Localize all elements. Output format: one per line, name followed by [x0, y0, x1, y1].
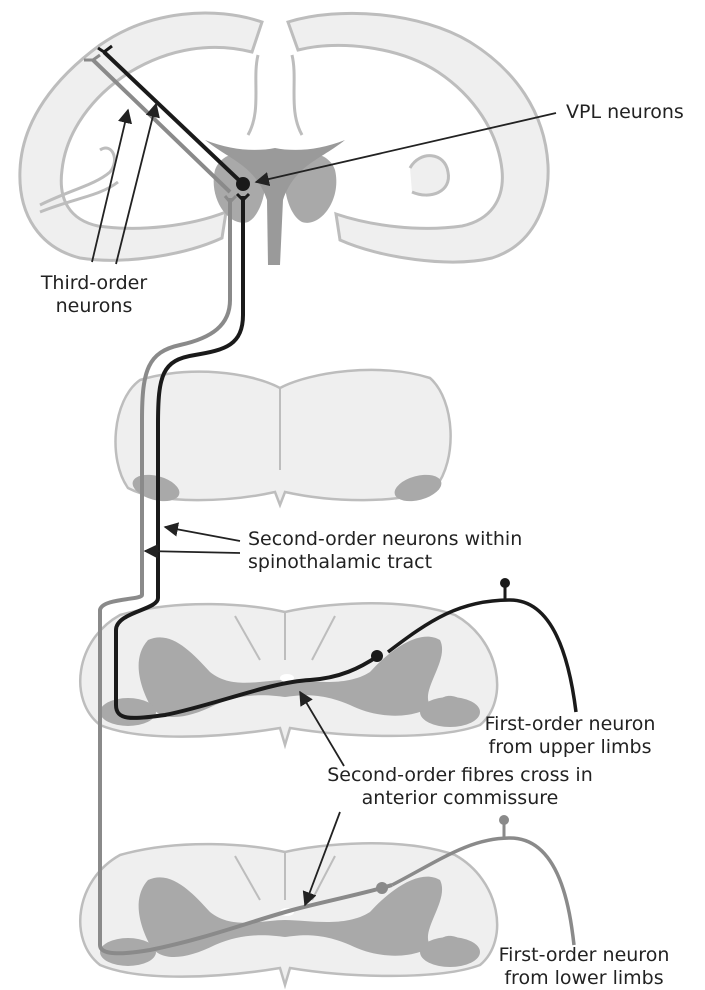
second-order-label-line-2: spinothalamic tract	[248, 551, 522, 574]
right-sulcus	[410, 156, 448, 195]
third-order-neurons-label: Third-order neurons	[24, 272, 164, 318]
second-order-neurons-label: Second-order neurons within spinothalami…	[248, 528, 522, 574]
first-lower-label-line-1: First-order neuron	[484, 944, 684, 967]
first-upper-label-line-1: First-order neuron	[470, 713, 670, 736]
third-order-label-line-1: Third-order	[24, 272, 164, 295]
first-order-lower-label: First-order neuron from lower limbs	[484, 944, 684, 990]
first-order-upper-label: First-order neuron from upper limbs	[470, 713, 670, 759]
vpl-neurons-label: VPL neurons	[566, 101, 684, 124]
upper-dorsal-horn-synapse	[371, 650, 383, 662]
anterior-commissure-label: Second-order fibres cross in anterior co…	[300, 764, 620, 810]
cross-label-line-2: anterior commissure	[300, 787, 620, 810]
cross-label-line-1: Second-order fibres cross in	[300, 764, 620, 787]
second-order-label-line-1: Second-order neurons within	[248, 528, 522, 551]
vpl-neuron-body	[236, 177, 250, 191]
right-hemisphere	[288, 13, 548, 262]
spinal-section-lumbar	[80, 843, 497, 985]
upper-third-order-neuron	[104, 52, 243, 184]
first-lower-label-line-2: from lower limbs	[484, 967, 684, 990]
spinal-section-cervical	[80, 603, 497, 745]
second-order-arrow-1	[165, 527, 240, 541]
first-upper-label-line-2: from upper limbs	[470, 736, 670, 759]
left-hemisphere	[20, 13, 262, 260]
third-order-label-line-2: neurons	[24, 295, 164, 318]
lower-dorsal-horn-synapse	[376, 882, 388, 894]
brain-section	[20, 13, 548, 265]
spinal-section-upper	[116, 370, 451, 506]
